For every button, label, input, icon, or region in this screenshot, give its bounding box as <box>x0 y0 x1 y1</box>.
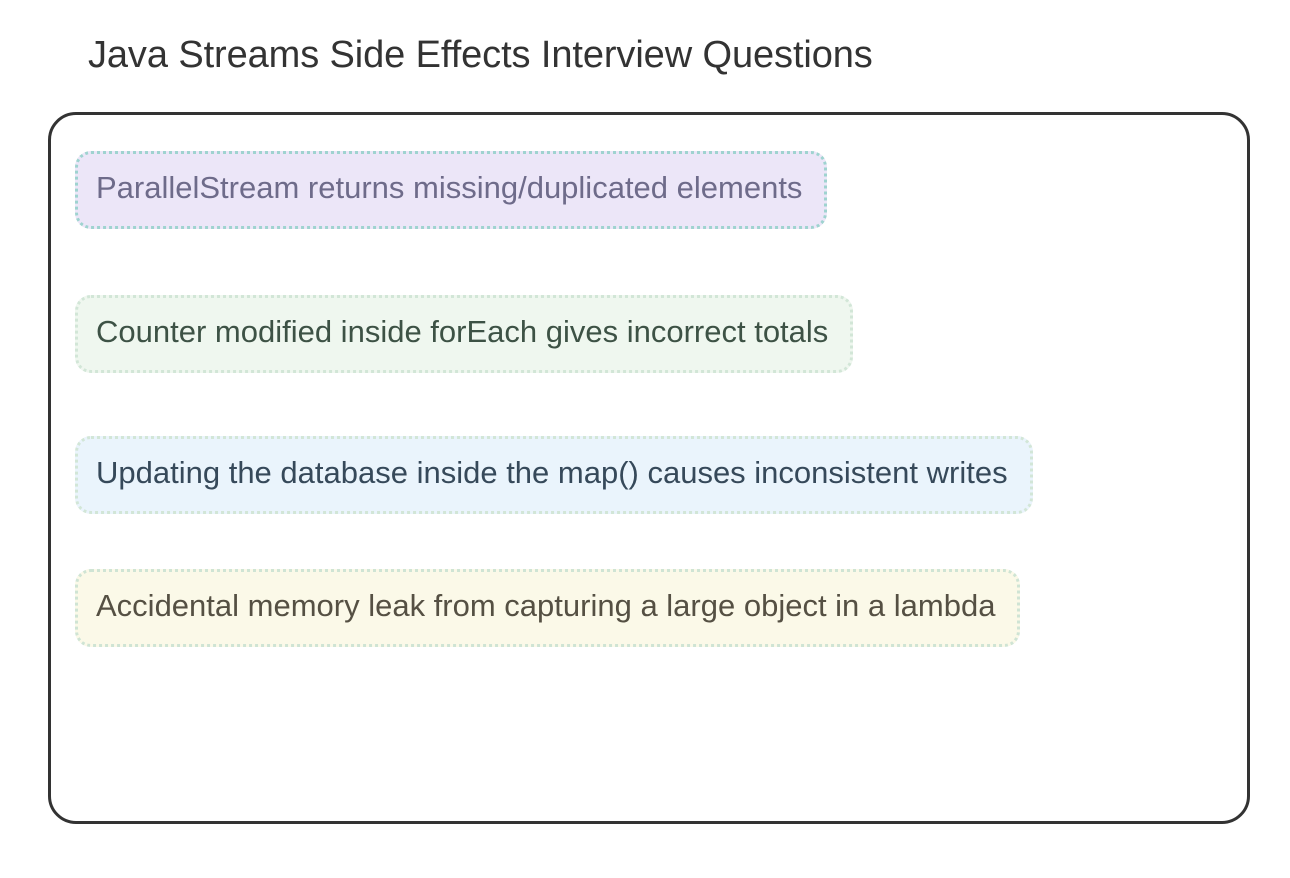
list-item-label: Counter modified inside forEach gives in… <box>96 314 829 350</box>
list-item[interactable]: Counter modified inside forEach gives in… <box>75 295 854 374</box>
question-list: ParallelStream returns missing/duplicate… <box>51 115 1247 821</box>
list-item[interactable]: Accidental memory leak from capturing a … <box>75 569 1021 648</box>
list-item[interactable]: Updating the database inside the map() c… <box>75 436 1033 515</box>
page-title: Java Streams Side Effects Interview Ques… <box>88 34 873 76</box>
list-item-label: ParallelStream returns missing/duplicate… <box>96 170 803 205</box>
diagram-container: ParallelStream returns missing/duplicate… <box>48 112 1250 824</box>
list-item[interactable]: ParallelStream returns missing/duplicate… <box>75 151 828 230</box>
list-item-label: Updating the database inside the map() c… <box>96 455 1008 491</box>
list-item-label: Accidental memory leak from capturing a … <box>96 588 996 624</box>
